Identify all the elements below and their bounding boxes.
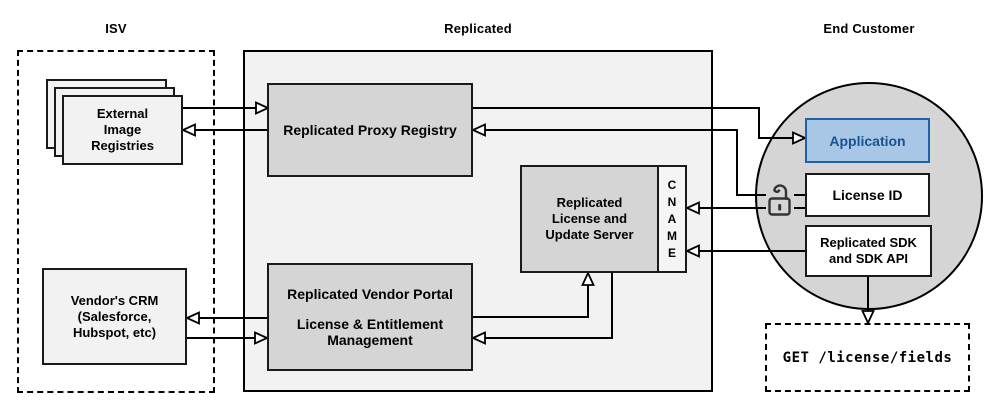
- isv-section-title: ISV: [105, 21, 127, 36]
- cname-letter: E: [667, 245, 676, 260]
- get-endpoint-label-wrap: GET /license/fields: [765, 323, 970, 392]
- vendors-crm-node: Vendor's CRM (Salesforce, Hubspot, etc): [42, 268, 187, 365]
- application-label: Application: [829, 132, 906, 149]
- license-update-server-label: Replicated: [556, 195, 623, 210]
- application-node: Application: [805, 118, 930, 163]
- cname-letter: C: [667, 177, 677, 192]
- vendor-portal-title: Replicated Vendor Portal: [287, 286, 453, 302]
- replicated-sdk-label: and SDK API: [829, 251, 908, 266]
- external-registries-node: External Image Registries: [62, 95, 183, 165]
- license-update-server-label: License and: [551, 211, 628, 226]
- isv-section-container: [17, 50, 215, 393]
- vendor-portal-label: Management: [327, 332, 413, 348]
- replicated-sdk-node: Replicated SDK and SDK API: [805, 225, 932, 277]
- get-endpoint-box: [765, 323, 970, 392]
- proxy-registry-label: Replicated Proxy Registry: [283, 122, 457, 138]
- replicated-sdk-label: Replicated SDK: [820, 235, 917, 250]
- vendor-portal-node: Replicated Vendor Portal License & Entit…: [267, 263, 473, 371]
- license-id-label: License ID: [832, 187, 903, 203]
- external-registries-label: Image: [103, 122, 142, 137]
- vendor-portal-label: License & Entitlement: [296, 316, 444, 332]
- external-registries-label: External: [96, 106, 149, 121]
- end-customer-section-title: End Customer: [823, 21, 915, 36]
- vendors-crm-label: Vendor's CRM: [70, 292, 159, 308]
- vendors-crm-label: (Salesforce,: [77, 308, 152, 324]
- cname-letter: N: [667, 194, 677, 209]
- cname-letter: A: [667, 211, 677, 226]
- license-id-node: License ID: [805, 173, 930, 217]
- external-registries-label: Registries: [91, 138, 154, 153]
- cname-strip: C N A M E: [657, 165, 687, 273]
- replicated-section-title: Replicated: [444, 21, 512, 36]
- get-endpoint-label: GET /license/fields: [782, 349, 953, 366]
- cname-letter: M: [667, 228, 677, 243]
- proxy-registry-node: Replicated Proxy Registry: [267, 83, 473, 177]
- license-update-server-node: Replicated License and Update Server: [520, 165, 659, 273]
- vendors-crm-label: Hubspot, etc): [72, 324, 157, 340]
- license-update-server-label: Update Server: [545, 227, 634, 242]
- unlocked-padlock-icon: [766, 179, 794, 219]
